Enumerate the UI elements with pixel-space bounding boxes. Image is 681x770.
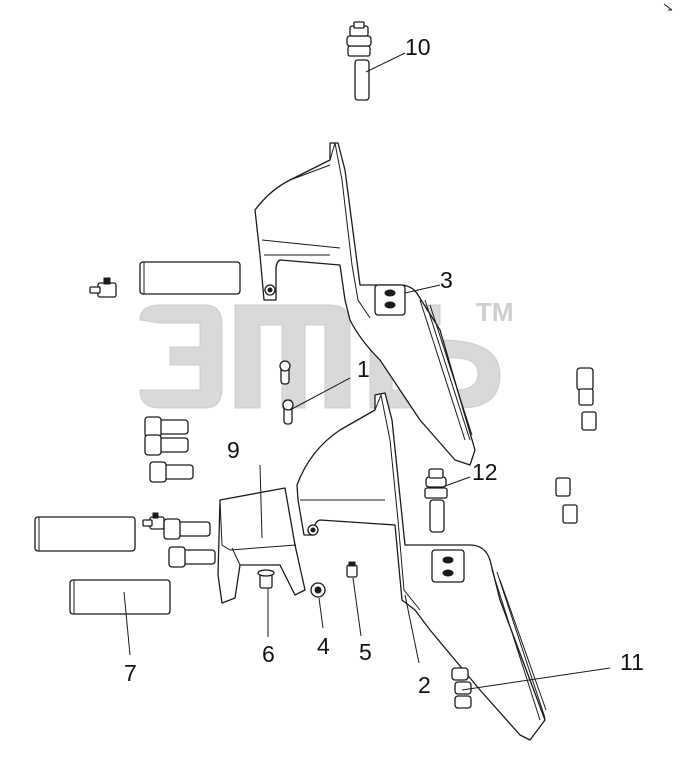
bolt-left-2 [144, 434, 189, 456]
pin-upper [89, 277, 117, 298]
nut-4 [310, 582, 326, 598]
plate-9 [217, 487, 306, 604]
nuts-right-lower [555, 477, 578, 524]
callout-9: 9 [227, 437, 240, 463]
bolt-12 [424, 468, 448, 533]
callout-3: 3 [440, 267, 453, 293]
sleeve-middle [34, 516, 136, 552]
bolt-left-3 [149, 461, 194, 483]
callout-7: 7 [124, 660, 137, 686]
callout-labels: 1 2 3 4 5 7 9 10 11 12 6 [124, 34, 644, 698]
callout-4: 4 [317, 633, 330, 659]
studs-1 [279, 360, 294, 425]
bolt-10 [346, 21, 372, 101]
sleeve-lower [69, 579, 171, 615]
bushing-6 [257, 569, 275, 589]
bolt-left-5 [168, 546, 216, 568]
leader-lines [123, 52, 611, 691]
corner-arrow-icon [663, 3, 673, 11]
nuts-11 [451, 667, 472, 709]
callout-2: 2 [418, 672, 431, 698]
sleeve-upper [139, 261, 241, 295]
bolt-left-4 [163, 518, 211, 540]
pin-middle [142, 512, 165, 530]
callout-11: 11 [620, 649, 644, 675]
callout-12: 12 [472, 459, 498, 485]
callout-1: 1 [357, 356, 370, 382]
bolt-left-1 [144, 416, 189, 438]
nuts-right-upper [576, 367, 597, 431]
fitting-5 [346, 561, 358, 578]
callout-5: 5 [359, 639, 372, 665]
callout-6: 6 [262, 641, 275, 667]
bracket-3 [254, 142, 476, 466]
svg-text:TM: TM [476, 297, 514, 327]
bracket-2 [296, 392, 547, 741]
callout-10: 10 [405, 34, 431, 60]
